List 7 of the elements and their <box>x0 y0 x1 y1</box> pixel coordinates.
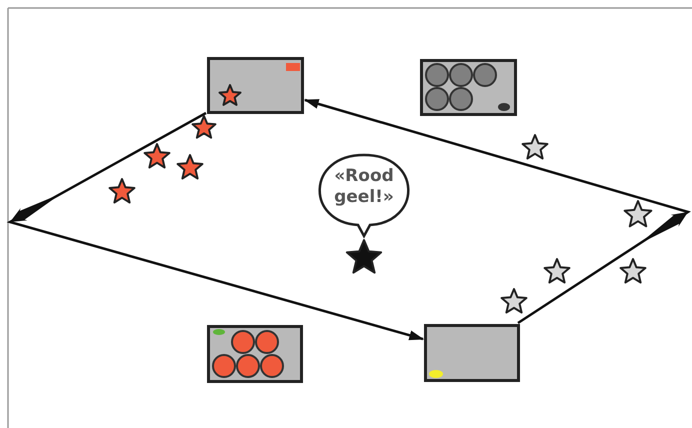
arrow <box>304 98 691 324</box>
panel <box>420 59 517 116</box>
arrow <box>6 112 424 340</box>
panel <box>207 325 303 383</box>
panel <box>207 57 304 114</box>
panel <box>424 324 520 382</box>
speech-text: «Rood geel!» <box>333 166 395 208</box>
